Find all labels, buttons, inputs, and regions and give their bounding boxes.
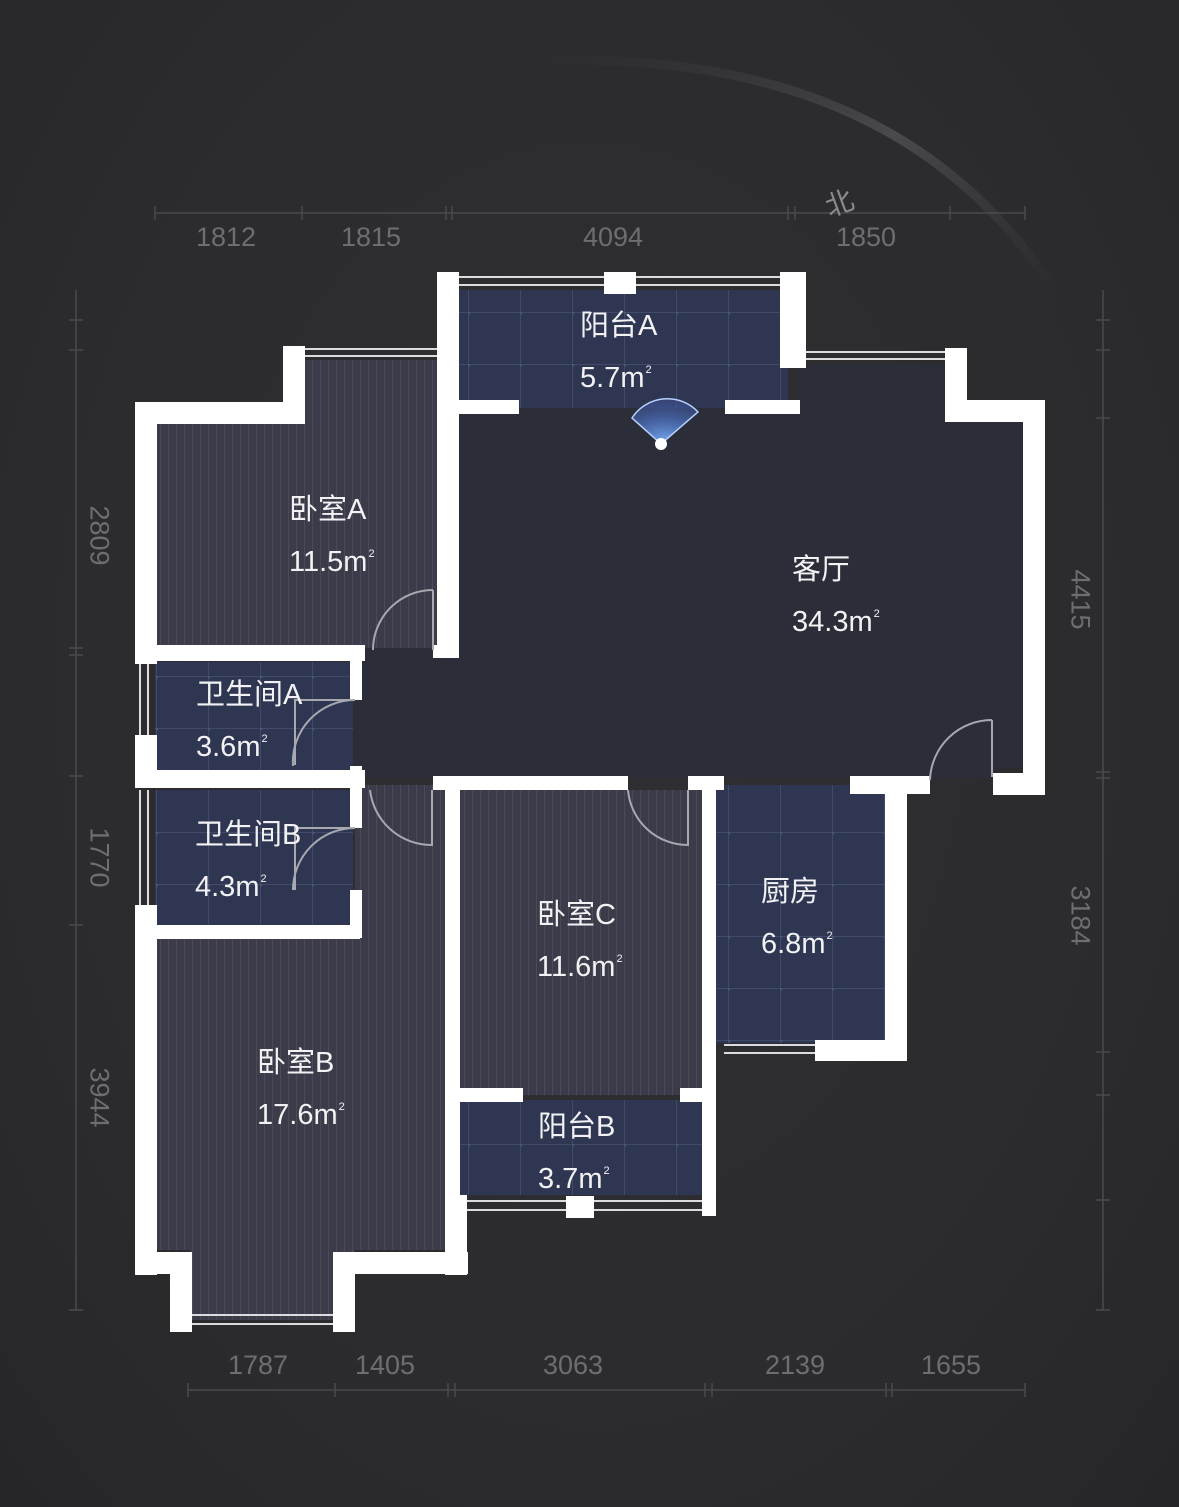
room-bedroom-b[interactable]: 卧室B 17.6m2 [257,1041,345,1137]
walls [135,272,1045,1332]
room-area: 17.6m2 [257,1099,345,1131]
floor-bedroom-b [155,785,445,1320]
room-area: 6.8m2 [761,928,833,960]
dimension-left-3: 3944 [84,1067,115,1128]
floor-bedroom-c [460,790,702,1095]
room-name: 厨房 [761,876,820,908]
room-kitchen[interactable]: 厨房 6.8m2 [761,870,833,966]
room-name: 卧室B [257,1047,335,1079]
room-area: 3.7m2 [538,1163,610,1195]
windows [139,276,945,1325]
floor-living-room [458,365,1025,778]
floor-bathroom-a [155,662,353,770]
room-area: 4.3m2 [195,871,267,903]
dimension-bottom-4: 2139 [765,1350,826,1380]
room-name: 阳台A [580,310,658,342]
room-name: 卫生间A [196,679,303,711]
dimension-top-3: 4094 [583,222,644,252]
room-bathroom-b[interactable]: 卫生间B 4.3m2 [195,813,301,909]
floor-bedroom-a [155,360,445,648]
dimension-right-2: 3184 [1065,885,1096,946]
camera-view-cone-icon [631,397,700,450]
room-area: 34.3m2 [792,606,880,638]
dimension-bottom-5: 1655 [921,1350,982,1380]
dimension-lines [69,206,1110,1397]
room-name: 卫生间B [195,819,302,851]
dimension-bottom-1: 1787 [228,1350,289,1380]
dimension-top-4: 1850 [836,222,897,252]
floor-balcony-a [458,290,788,408]
room-name: 客厅 [792,554,851,586]
room-area: 3.6m2 [196,731,268,763]
floor-bathroom-b [155,790,353,925]
room-area: 5.7m2 [580,362,652,394]
room-area: 11.6m2 [537,951,623,983]
dimension-left-2: 1770 [84,827,115,888]
room-bedroom-c[interactable]: 卧室C 11.6m2 [537,893,623,989]
dimension-bottom-2: 1405 [355,1350,416,1380]
dimension-left-1: 2809 [84,505,115,566]
doors [291,589,993,891]
room-balcony-b[interactable]: 阳台B 3.7m2 [538,1105,615,1201]
floor-balcony-b [460,1100,702,1195]
room-name: 阳台B [538,1111,616,1143]
compass-arc [519,55,1064,303]
room-bedroom-a[interactable]: 卧室A 11.5m2 [289,488,375,584]
dimension-bottom-3: 3063 [543,1350,604,1380]
room-living-room[interactable]: 客厅 34.3m2 [792,548,880,644]
room-bathroom-a[interactable]: 卫生间A 3.6m2 [196,673,302,769]
dimension-top-2: 1815 [341,222,402,252]
dimension-right-1: 4415 [1065,569,1096,630]
room-name: 卧室A [289,494,367,526]
room-balcony-a[interactable]: 阳台A 5.7m2 [580,304,657,400]
floor-kitchen [716,785,886,1043]
room-area: 11.5m2 [289,546,375,578]
room-name: 卧室C [537,899,616,931]
dimension-top-1: 1812 [196,222,257,252]
